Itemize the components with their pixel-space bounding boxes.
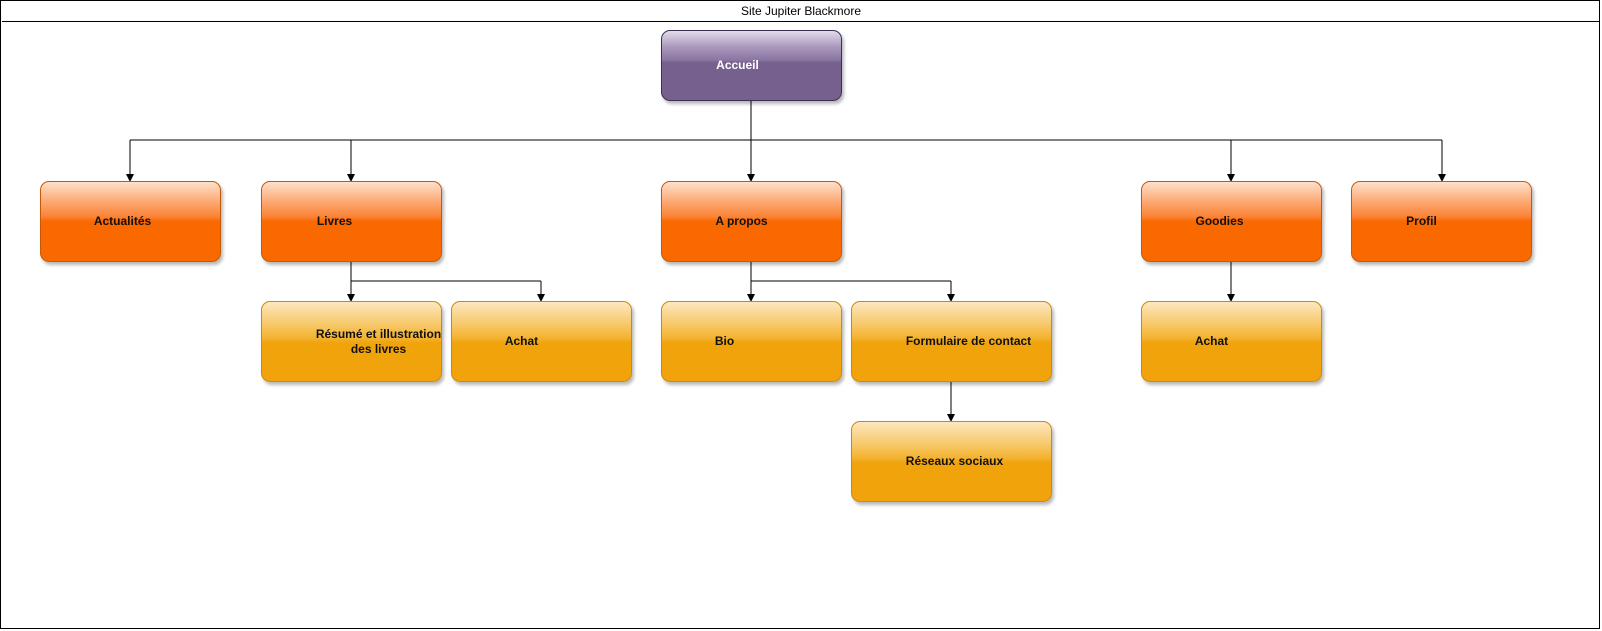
node-actualites[interactable]: Actualités — [40, 181, 221, 262]
node-resume-livres-label: Résumé et illustration des livres — [315, 326, 442, 356]
diagram-title: Site Jupiter Blackmore — [2, 2, 1600, 22]
node-livres[interactable]: Livres — [261, 181, 442, 262]
node-livres-achat-label: Achat — [504, 334, 539, 348]
node-actualites-label: Actualités — [93, 214, 152, 228]
node-reseaux-sociaux[interactable]: Réseaux sociaux — [851, 421, 1052, 502]
node-bio[interactable]: Bio — [661, 301, 842, 382]
node-profil-label: Profil — [1406, 214, 1437, 228]
node-resume-livres[interactable]: Résumé et illustration des livres — [261, 301, 442, 382]
node-goodies-label: Goodies — [1195, 214, 1244, 228]
node-accueil-label: Accueil — [716, 58, 759, 72]
edge-a-propos-trunk — [750, 262, 951, 282]
node-livres-achat[interactable]: Achat — [451, 301, 632, 382]
node-livres-label: Livres — [316, 214, 353, 228]
node-a-propos[interactable]: A propos — [661, 181, 842, 262]
edge-livres-trunk — [350, 262, 541, 282]
node-formulaire-contact-label: Formulaire de contact — [905, 334, 1032, 348]
node-reseaux-sociaux-label: Réseaux sociaux — [905, 454, 1004, 468]
node-accueil[interactable]: Accueil — [661, 30, 842, 101]
node-formulaire-contact[interactable]: Formulaire de contact — [851, 301, 1052, 382]
node-goodies-achat[interactable]: Achat — [1141, 301, 1322, 382]
node-goodies-achat-label: Achat — [1194, 334, 1229, 348]
node-profil[interactable]: Profil — [1351, 181, 1532, 262]
node-bio-label: Bio — [714, 334, 735, 348]
node-a-propos-label: A propos — [715, 214, 768, 228]
node-goodies[interactable]: Goodies — [1141, 181, 1322, 262]
